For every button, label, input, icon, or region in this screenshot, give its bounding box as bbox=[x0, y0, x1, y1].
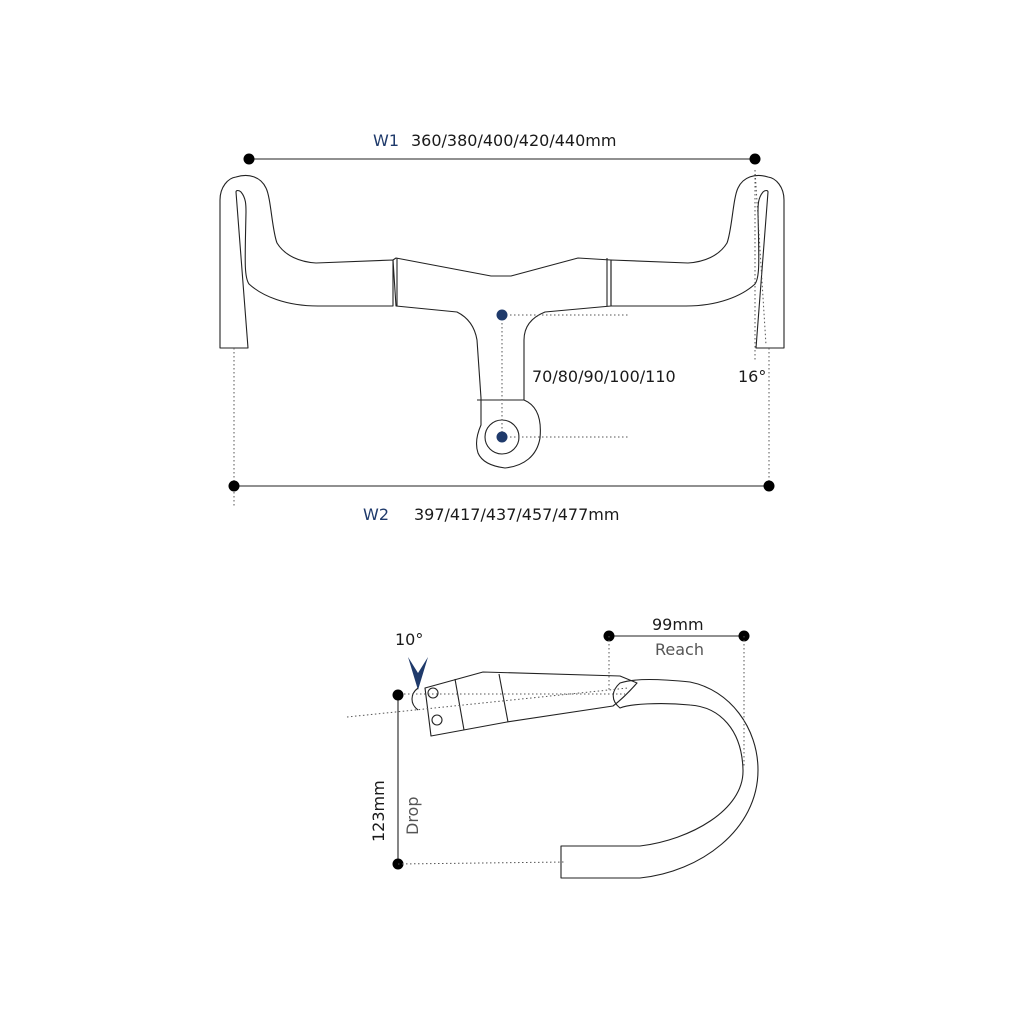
w2-right-endpoint bbox=[763, 480, 775, 492]
stem-angle-value: 10° bbox=[395, 630, 423, 649]
stem-outline bbox=[392, 257, 612, 469]
handlebar-right-drop-outline bbox=[610, 174, 785, 349]
stem-front-point bbox=[496, 309, 508, 321]
side-stem-outline bbox=[424, 671, 638, 737]
flare-angle-line bbox=[754, 169, 767, 346]
w2-label: W2 bbox=[363, 505, 389, 524]
w1-left-endpoint bbox=[243, 153, 255, 165]
reach-value: 99mm bbox=[652, 615, 704, 634]
w2-value: 397/417/437/457/477mm bbox=[414, 505, 619, 524]
drop-top-endpoint bbox=[392, 689, 404, 701]
drop-bottom-extension bbox=[397, 861, 567, 865]
drop-label: Drop bbox=[403, 797, 422, 836]
side-stem-clamp-line-2 bbox=[498, 673, 509, 723]
side-stem-clamp-line-1 bbox=[454, 678, 465, 731]
w1-value: 360/380/400/420/440mm bbox=[411, 131, 616, 150]
stem-length-value: 70/80/90/100/110 bbox=[532, 367, 676, 386]
handlebar-left-drop-outline bbox=[219, 174, 394, 349]
drop-value: 123mm bbox=[369, 780, 388, 842]
top-view: W1 360/380/400/420/440mm 70/80/90/100/11… bbox=[219, 131, 785, 524]
stem-angle-arrow-icon bbox=[408, 657, 428, 690]
side-view: 10° 99mm Reach 123mm Drop bbox=[346, 615, 759, 879]
steerer-arc bbox=[411, 687, 419, 711]
steerer-center-point bbox=[496, 431, 508, 443]
reach-label: Reach bbox=[655, 640, 704, 659]
stem-axis-line bbox=[346, 687, 629, 718]
w1-label: W1 bbox=[373, 131, 399, 150]
w2-left-endpoint bbox=[228, 480, 240, 492]
w1-right-endpoint bbox=[749, 153, 761, 165]
side-bar-drop-outline bbox=[560, 678, 759, 879]
flare-angle-value: 16° bbox=[738, 367, 766, 386]
side-stem-bolt-top bbox=[427, 687, 439, 699]
side-stem-bolt-bottom bbox=[431, 714, 443, 726]
